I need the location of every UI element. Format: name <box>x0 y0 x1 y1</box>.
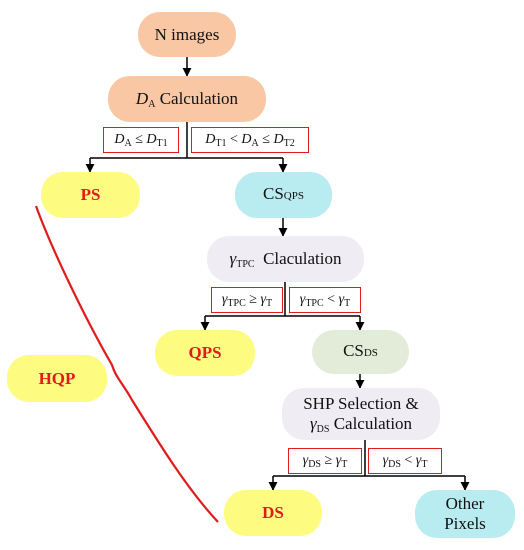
condition-dt1-lt-da-le-dt2: DT1 < DA ≤ DT2 <box>191 127 309 153</box>
node-da-calculation: DA Calculation <box>108 76 266 122</box>
node-ps: PS <box>41 172 140 218</box>
condition-da-le-dt1: DA ≤ DT1 <box>103 127 179 153</box>
node-cs-ds: CSDS <box>312 330 409 374</box>
node-n-images-label: N images <box>154 24 220 44</box>
node-shp-selection: SHP Selection & γDS Calculation <box>282 388 440 440</box>
node-other-line2: Pixels <box>444 514 486 533</box>
node-cs-qps-label: CSQPS <box>263 184 304 203</box>
node-ds-label: DS <box>262 503 284 522</box>
node-shp-line2: γDS Calculation <box>309 414 413 435</box>
node-hqp-label: HQP <box>38 368 76 388</box>
condition-tpc-lt-t: γTPC < γT <box>289 287 361 313</box>
node-other-pixels: Other Pixels <box>415 490 515 538</box>
node-ds: DS <box>224 490 322 536</box>
hqp-bracket-curve <box>34 205 219 523</box>
node-tpc-calculation-label: γTPC Claculation <box>229 249 342 270</box>
condition-tpc-ge-t: γTPC ≥ γT <box>211 287 283 313</box>
node-qps: QPS <box>155 330 255 376</box>
node-cs-qps: CSQPS <box>235 172 332 218</box>
condition-ds-lt-t: γDS < γT <box>368 448 442 474</box>
node-n-images: N images <box>138 12 236 57</box>
condition-ds-ge-t: γDS ≥ γT <box>288 448 362 474</box>
node-ps-label: PS <box>80 185 101 204</box>
node-other-line1: Other <box>445 494 485 513</box>
node-shp-line1: SHP Selection & <box>303 394 419 413</box>
node-qps-label: QPS <box>188 343 222 362</box>
node-cs-ds-label: CSDS <box>343 341 378 360</box>
node-hqp: HQP <box>7 355 107 402</box>
node-da-calculation-label: DA Calculation <box>135 89 239 110</box>
node-tpc-calculation: γTPC Claculation <box>207 236 364 282</box>
